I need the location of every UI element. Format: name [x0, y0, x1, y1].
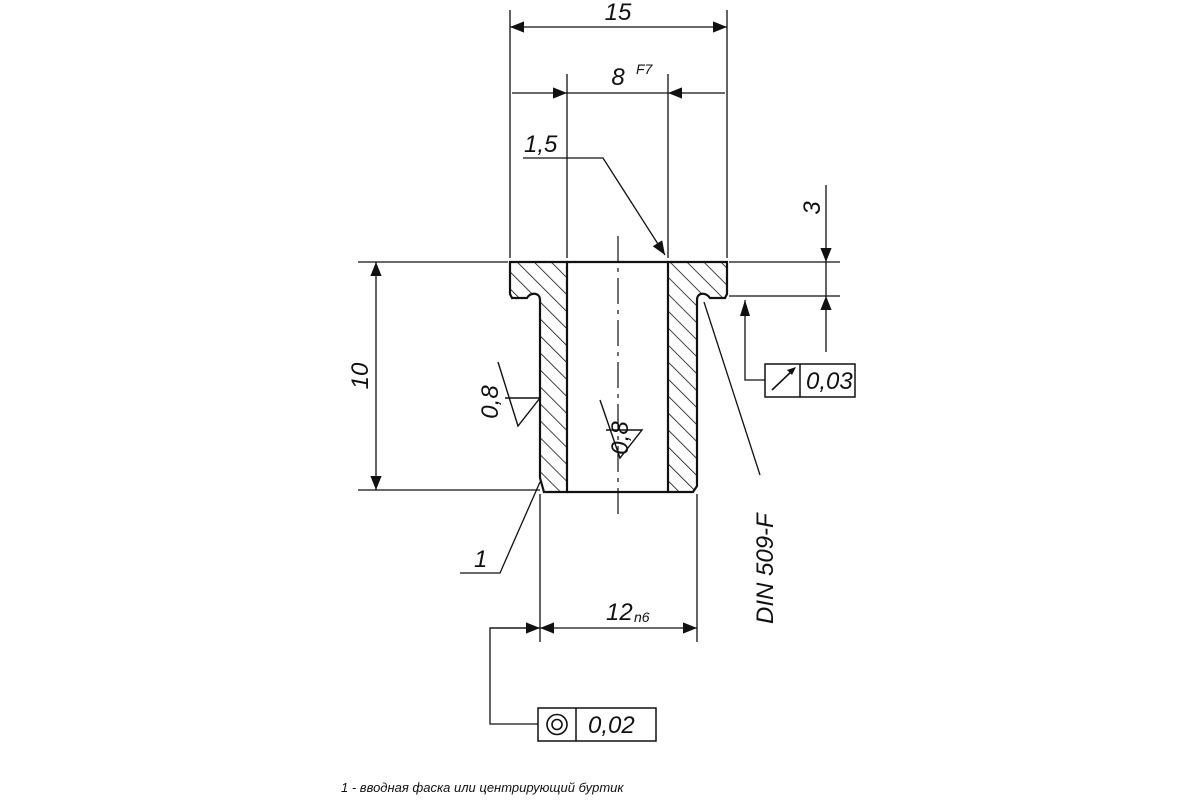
height-label: 10: [347, 362, 374, 389]
runout-value: 0,03: [806, 368, 853, 395]
surface-finish-outer-value: 0,8: [477, 385, 504, 419]
concentricity-tolerance: 0,02: [489, 627, 657, 742]
right-section-wall: [666, 260, 729, 494]
outer-diameter-label: 12: [606, 599, 633, 626]
left-section-wall: [508, 260, 569, 494]
footnote: 1 - вводная фаска или центрирующий бурти…: [341, 780, 624, 795]
bushing-section: [508, 260, 729, 494]
item-leader: 1: [460, 481, 541, 574]
surface-finish-inner-value: 0,8: [607, 421, 634, 455]
undercut-leader: DIN 509-F: [703, 301, 779, 624]
concentricity-value: 0,02: [588, 712, 635, 739]
collar-height-label: 3: [799, 201, 826, 215]
undercut-standard-label: DIN 509-F: [752, 512, 779, 624]
dimension-overall-width: 15: [510, 0, 727, 33]
overall-width-label: 15: [605, 0, 632, 26]
surface-finish-outer: 0,8: [477, 361, 542, 428]
outer-tolerance-label: n6: [634, 609, 650, 625]
dimension-outer-diameter: 12 n6: [490, 599, 697, 634]
dimension-bore: 8 F7: [512, 61, 725, 99]
chamfer-label: 1,5: [524, 131, 558, 158]
bore-tolerance-label: F7: [636, 61, 654, 77]
bore-label: 8: [611, 64, 625, 91]
dimension-collar-height: 3: [799, 185, 832, 352]
chamfer-leader: 1,5: [523, 131, 666, 256]
surface-finish-inner: 0,8: [599, 399, 644, 460]
dimension-height: 10: [347, 262, 382, 490]
runout-tolerance: 0,03: [740, 300, 856, 398]
runout-arrow-icon: [771, 367, 796, 391]
item-number-label: 1: [474, 546, 487, 573]
concentricity-circle-icon: [546, 713, 568, 736]
